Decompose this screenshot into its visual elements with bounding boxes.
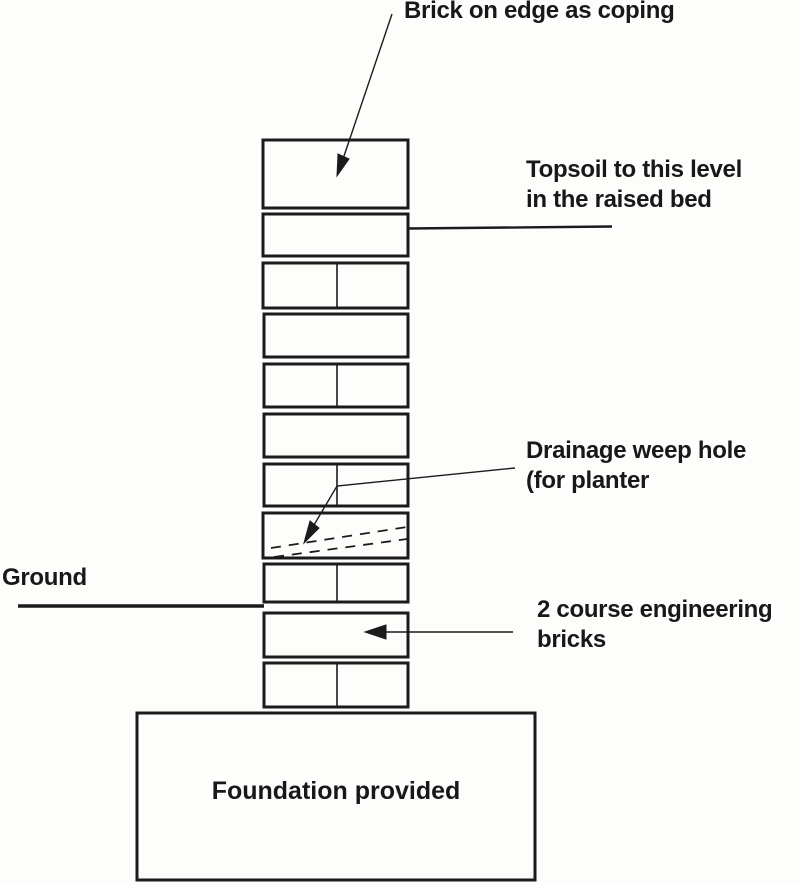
coping-label: Brick on edge as coping — [404, 0, 675, 24]
ground-label: Ground — [2, 564, 87, 591]
topsoil-leader-line — [407, 225, 613, 230]
foundation-label: Foundation provided — [211, 777, 461, 805]
engineering-brick-course — [262, 661, 410, 709]
brick-course — [262, 362, 410, 409]
engineering-arrowhead — [363, 624, 387, 640]
coping-arrowhead — [336, 153, 350, 178]
drainage-label-line2: (for planter — [526, 467, 650, 494]
brick-course — [262, 462, 410, 508]
drainage-label-line1: Drainage weep hole — [526, 437, 746, 464]
coping-arrow-shaft — [342, 13, 393, 160]
topsoil-label: Topsoil to this level in the raised bed — [526, 155, 742, 215]
brick-course — [262, 562, 410, 604]
engineering-label-line2: bricks — [537, 626, 606, 653]
weep-hole-brick — [261, 511, 410, 560]
weep-hole-dashes — [270, 526, 408, 549]
topsoil-label-line1: Topsoil to this level — [526, 156, 742, 183]
drainage-label: Drainage weep hole (for planter — [526, 436, 746, 496]
brick-course — [261, 212, 410, 258]
weep-hole-dashes — [273, 538, 408, 558]
engineering-label-line1: 2 course engineering — [537, 596, 773, 623]
topsoil-label-line2: in the raised bed — [526, 186, 712, 213]
coping-brick — [261, 138, 410, 210]
drainage-arrowhead — [303, 520, 320, 545]
brick-course — [261, 261, 410, 310]
brick-course — [262, 312, 410, 359]
engineering-brick-course — [262, 611, 410, 659]
foundation-outline — [135, 711, 537, 882]
drainage-leader-line — [313, 467, 516, 526]
engineering-bricks-label: 2 course engineering bricks — [537, 595, 773, 655]
brick-course — [262, 412, 410, 459]
